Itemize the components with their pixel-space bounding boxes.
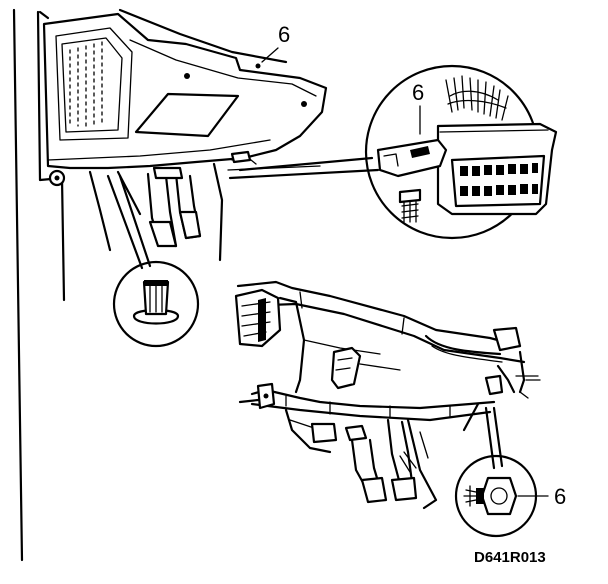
callout-number: 6 [412, 80, 424, 105]
leader-line [238, 156, 374, 172]
installed-connector-view [234, 280, 541, 510]
connector-pins [460, 163, 538, 196]
leader-line [484, 406, 496, 470]
leader-line [228, 168, 380, 180]
drawing-code: D641R013 [474, 549, 546, 566]
detail-circle [112, 260, 200, 348]
diagnostic-connector-detail: 6 [364, 64, 558, 240]
leader-line [106, 174, 144, 270]
leader-line [118, 174, 152, 268]
callout-number: 6 [554, 484, 566, 509]
screw-detail: 6 [454, 454, 566, 538]
callout-number: 6 [278, 22, 290, 47]
lower-dash-panel-view [12, 8, 328, 562]
clip-detail [112, 260, 200, 348]
